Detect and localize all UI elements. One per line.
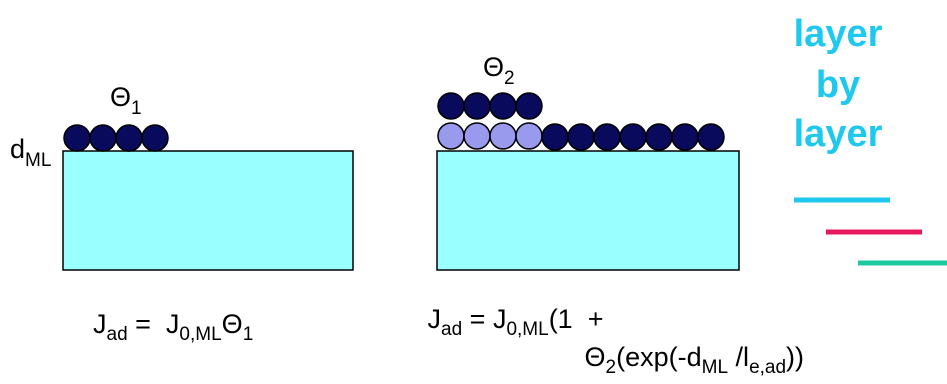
eq-equals: = <box>462 304 493 334</box>
adatom-dark <box>542 124 568 150</box>
left-coverage-label: Θ1 <box>110 82 142 119</box>
adatom-dark <box>698 124 724 150</box>
adatom-dark-second-layer <box>464 93 490 119</box>
eq-slash-l: /l <box>728 342 749 372</box>
right-equation-line-2: Θ2(exp(-dML /le,ad)) <box>532 342 842 378</box>
theta-subscript: 2 <box>504 68 515 89</box>
eq-close: )) <box>786 342 804 372</box>
monolayer-thickness-label: dML <box>10 134 51 171</box>
eq-lhs-sub: ad <box>441 319 462 340</box>
adatom-dark <box>646 124 672 150</box>
title-layer-2: layer <box>794 113 883 155</box>
left-monolayer-atoms <box>64 125 168 151</box>
thickness-symbol: d <box>10 134 25 164</box>
eq-theta: Θ <box>222 309 243 339</box>
adatom-dark-second-layer <box>490 93 516 119</box>
eq-exp-open: (exp(-d <box>616 342 702 372</box>
right-two-layer-atoms <box>438 93 724 150</box>
eq-rhs-sub: 0,ML <box>179 324 221 345</box>
theta-symbol: Θ <box>110 82 131 112</box>
right-equation-line-1: Jad = J0,ML(1 + <box>375 304 641 340</box>
right-coverage-label: Θ2 <box>483 52 515 89</box>
left-equation: Jad = J0,MLΘ1 <box>93 309 253 345</box>
adatom-light <box>464 123 490 149</box>
adatom-dark <box>64 125 90 151</box>
eq-rhs-sub: 0,ML <box>506 319 548 340</box>
theta-subscript: 1 <box>131 98 142 119</box>
eq-l-sub: e,ad <box>749 357 786 378</box>
eq-theta: Θ <box>585 342 606 372</box>
adatom-dark <box>568 124 594 150</box>
eq-lhs: J <box>93 309 107 339</box>
eq-theta-sub: 1 <box>243 324 254 345</box>
title-by: by <box>816 64 860 106</box>
adatom-dark <box>594 124 620 150</box>
eq-rhs: J <box>493 304 507 334</box>
adatom-dark <box>620 124 646 150</box>
eq-equals: = <box>128 309 166 339</box>
adatom-dark-second-layer <box>438 93 464 119</box>
eq-lhs-sub: ad <box>107 324 128 345</box>
adatom-dark <box>116 125 142 151</box>
thickness-subscript: ML <box>25 150 51 171</box>
eq-d-sub: ML <box>702 357 728 378</box>
adatom-light <box>516 123 542 149</box>
eq-theta-sub: 2 <box>606 357 617 378</box>
eq-rhs: J <box>166 309 180 339</box>
theta-symbol: Θ <box>483 52 504 82</box>
eq-paren-open: (1 + <box>549 304 604 334</box>
adatom-dark <box>672 124 698 150</box>
eq-lhs: J <box>428 304 442 334</box>
left-substrate <box>63 151 353 270</box>
adatom-light <box>490 123 516 149</box>
right-substrate <box>437 151 739 270</box>
adatom-dark <box>142 125 168 151</box>
title-layer-1: layer <box>794 13 883 55</box>
adatom-light <box>438 123 464 149</box>
adatom-dark-second-layer <box>516 93 542 119</box>
adatom-dark <box>90 125 116 151</box>
